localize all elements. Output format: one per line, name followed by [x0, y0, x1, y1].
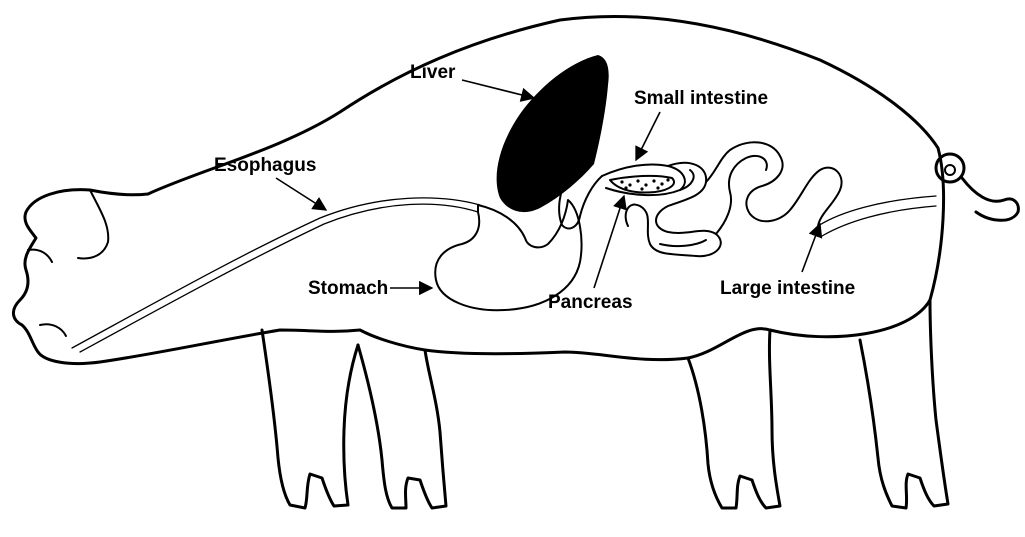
- small-intestine-label: Small intestine: [634, 88, 768, 109]
- large-intestine-arrow: [802, 224, 820, 272]
- label-large-intestine: Large intestine: [720, 224, 855, 299]
- label-esophagus: Esophagus: [214, 155, 326, 210]
- front-leg-right: [358, 345, 446, 508]
- label-pancreas: Pancreas: [548, 196, 633, 313]
- liver-label: Liver: [410, 62, 456, 83]
- esophagus: [72, 198, 480, 352]
- hind-leg-left: [688, 330, 780, 508]
- liver-arrow: [462, 80, 534, 98]
- esophagus-arrow: [276, 178, 326, 210]
- front-leg-left: [262, 330, 358, 508]
- small-intestine-arrow: [636, 112, 660, 160]
- label-liver: Liver: [410, 62, 534, 98]
- large-intestine-label: Large intestine: [720, 278, 855, 299]
- label-small-intestine: Small intestine: [634, 88, 768, 160]
- large-intestine: [818, 196, 936, 236]
- stomach-label: Stomach: [308, 278, 388, 299]
- small-intestine: [626, 142, 842, 256]
- pancreas-label: Pancreas: [548, 292, 633, 313]
- tail: [936, 154, 1018, 220]
- pancreas-arrow: [594, 196, 624, 288]
- label-stomach: Stomach: [308, 278, 432, 299]
- pancreas: [610, 176, 674, 193]
- esophagus-label: Esophagus: [214, 155, 316, 176]
